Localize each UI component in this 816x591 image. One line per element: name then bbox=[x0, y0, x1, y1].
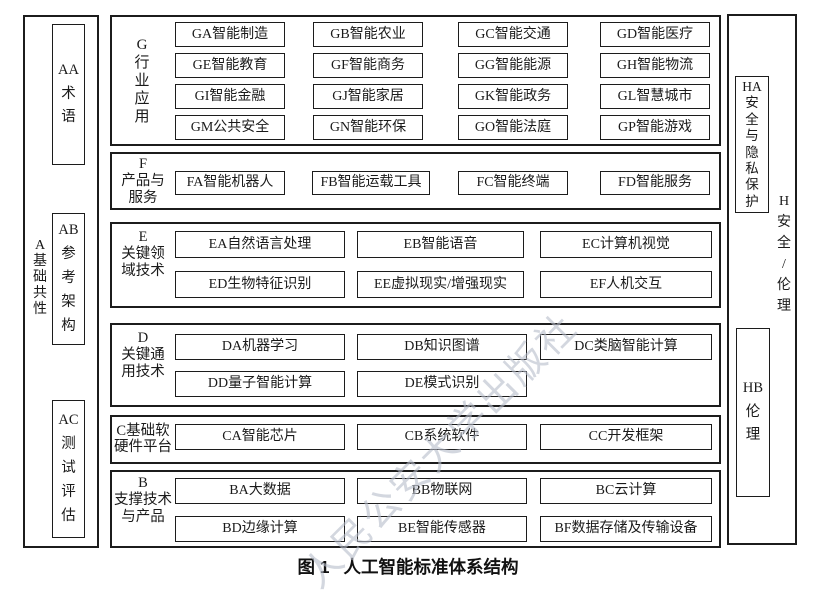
section-d-key-general-tech bbox=[110, 323, 721, 407]
node-DD: DD量子智能计算 bbox=[175, 371, 345, 397]
section-g-label: G 行 业 应 用 bbox=[134, 37, 150, 125]
node-GN: GN智能环保 bbox=[313, 115, 423, 140]
node-FC: FC智能终端 bbox=[458, 171, 568, 195]
node-GI: GI智能金融 bbox=[175, 84, 285, 109]
node-GE: GE智能教育 bbox=[175, 53, 285, 78]
node-HA-security-privacy: HA 安 全 与 隐 私 保 护 bbox=[735, 76, 769, 213]
node-EC: EC计算机视觉 bbox=[540, 231, 712, 258]
node-FA: FA智能机器人 bbox=[175, 171, 285, 195]
section-b-supporting-tech bbox=[110, 470, 721, 548]
node-GA: GA智能制造 bbox=[175, 22, 285, 47]
node-EA: EA自然语言处理 bbox=[175, 231, 345, 258]
node-BE: BE智能传感器 bbox=[357, 516, 527, 542]
section-e-key-domain-tech bbox=[110, 222, 721, 308]
section-g-industry-applications bbox=[110, 15, 721, 146]
node-AC-test-evaluation: AC 测 试 评 估 bbox=[52, 400, 85, 538]
node-GO: GO智能法庭 bbox=[458, 115, 568, 140]
node-AB-reference-architecture: AB 参 考 架 构 bbox=[52, 213, 85, 345]
node-BC: BC云计算 bbox=[540, 478, 712, 504]
node-HB-ethics: HB 伦 理 bbox=[736, 328, 770, 497]
node-GM: GM公共安全 bbox=[175, 115, 285, 140]
node-GH: GH智能物流 bbox=[600, 53, 710, 78]
node-EB: EB智能语音 bbox=[357, 231, 524, 258]
node-GB: GB智能农业 bbox=[313, 22, 423, 47]
section-c-hw-sw-platform bbox=[110, 415, 721, 464]
section-a-label: A 基 础 共 性 bbox=[33, 238, 47, 317]
node-CC: CC开发框架 bbox=[540, 424, 712, 450]
section-a-foundation bbox=[23, 15, 99, 548]
node-DE: DE模式识别 bbox=[357, 371, 527, 397]
node-GJ: GJ智能家居 bbox=[313, 84, 423, 109]
figure-title: 人工智能标准体系结构 bbox=[343, 557, 519, 577]
node-CB: CB系统软件 bbox=[357, 424, 527, 450]
node-GF: GF智能商务 bbox=[313, 53, 423, 78]
section-b-label: B 支撑技术 与产品 bbox=[114, 475, 172, 525]
node-FD: FD智能服务 bbox=[600, 171, 710, 195]
node-AA-terminology: AA 术 语 bbox=[52, 24, 85, 165]
node-GL: GL智慧城市 bbox=[600, 84, 710, 109]
node-GP: GP智能游戏 bbox=[600, 115, 710, 140]
section-h-label: H 安 全 / 伦 理 bbox=[777, 194, 791, 314]
node-GG: GG智能能源 bbox=[458, 53, 568, 78]
section-h-security-ethics bbox=[727, 14, 797, 545]
node-DC: DC类脑智能计算 bbox=[540, 334, 712, 360]
node-BD: BD边缘计算 bbox=[175, 516, 345, 542]
section-c-label: C基础软 硬件平台 bbox=[114, 423, 172, 455]
node-BB: BB物联网 bbox=[357, 478, 527, 504]
node-DA: DA机器学习 bbox=[175, 334, 345, 360]
figure-number: 图 1 bbox=[297, 557, 330, 577]
node-CA: CA智能芯片 bbox=[175, 424, 345, 450]
node-EF: EF人机交互 bbox=[540, 271, 712, 298]
node-GK: GK智能政务 bbox=[458, 84, 568, 109]
section-e-label: E 关键领 域技术 bbox=[121, 229, 165, 279]
node-BF: BF数据存储及传输设备 bbox=[540, 516, 712, 542]
figure-caption: 图 1 人工智能标准体系结构 bbox=[0, 554, 816, 579]
node-ED: ED生物特征识别 bbox=[175, 271, 345, 298]
section-f-products-services bbox=[110, 152, 721, 210]
node-GC: GC智能交通 bbox=[458, 22, 568, 47]
node-DB: DB知识图谱 bbox=[357, 334, 527, 360]
section-d-label: D 关键通 用技术 bbox=[121, 330, 165, 380]
node-GD: GD智能医疗 bbox=[600, 22, 710, 47]
node-BA: BA大数据 bbox=[175, 478, 345, 504]
node-EE: EE虚拟现实/增强现实 bbox=[357, 271, 524, 298]
section-f-label: F 产品与 服务 bbox=[121, 156, 165, 206]
node-FB: FB智能运载工具 bbox=[312, 171, 430, 195]
